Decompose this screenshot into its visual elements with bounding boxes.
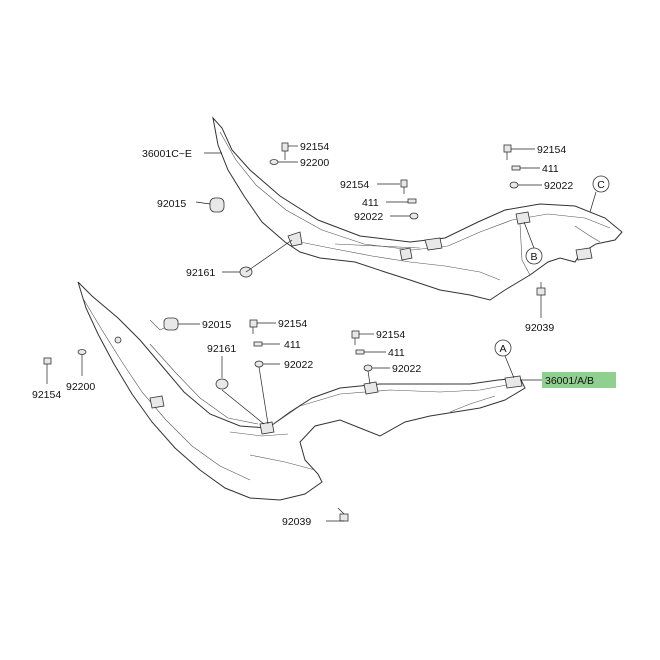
main-part-number[interactable]: 36001/A/B <box>545 375 594 387</box>
grommet-icon-2 <box>163 317 179 331</box>
callout-92200-lower[interactable]: 92200 <box>66 381 95 393</box>
damper-icon-2 <box>215 378 229 390</box>
callout-411-lower-a[interactable]: 411 <box>284 339 301 351</box>
bolt-icon-4 <box>249 319 258 334</box>
callout-92154-upper-a[interactable]: 92154 <box>300 141 329 153</box>
nut-icon-2 <box>509 181 519 189</box>
spring-nut-icon-3 <box>253 341 263 347</box>
callout-411-upper-a[interactable]: 411 <box>362 197 379 209</box>
callout-92022-lower-b[interactable]: 92022 <box>392 363 421 375</box>
screw-icon-2 <box>337 507 349 522</box>
callout-36001c-e[interactable]: 36001C~E <box>142 148 192 160</box>
callout-92200-upper[interactable]: 92200 <box>300 157 329 169</box>
callout-92039-lower[interactable]: 92039 <box>282 516 311 528</box>
nut-icon-3 <box>254 360 264 368</box>
leader-lines <box>46 145 597 522</box>
main-part-highlight <box>542 372 616 388</box>
bolt-icon-5 <box>351 330 360 345</box>
washer-icon <box>269 159 279 165</box>
bolt-icon-3 <box>503 144 512 160</box>
callout-92154-upper-b[interactable]: 92154 <box>340 179 369 191</box>
upper-mount-tab-4 <box>515 211 531 225</box>
callout-411-lower-b[interactable]: 411 <box>388 347 405 359</box>
lower-mount-tab-3 <box>363 381 379 395</box>
callout-92039-upper[interactable]: 92039 <box>525 322 554 334</box>
callout-92161-upper[interactable]: 92161 <box>186 267 215 279</box>
upper-mount-tab-3 <box>424 237 443 251</box>
callout-92154-lower-a[interactable]: 92154 <box>278 318 307 330</box>
callout-92022-lower-a[interactable]: 92022 <box>284 359 313 371</box>
nut-icon-4 <box>363 364 373 372</box>
callout-411-upper-b[interactable]: 411 <box>542 163 559 175</box>
ref-circle-b <box>525 247 543 265</box>
upper-mount-tab-5 <box>575 247 593 261</box>
spring-nut-icon <box>407 198 417 204</box>
lower-mount-tab-4 <box>504 375 523 389</box>
lower-mount-tab <box>149 395 165 409</box>
ref-circle-c <box>592 175 610 193</box>
washer-icon-2 <box>77 349 87 355</box>
ref-label-c: C <box>597 179 605 191</box>
lower-side-cover-part <box>77 281 526 501</box>
bolt-icon-2 <box>400 179 408 194</box>
spring-nut-icon-4 <box>355 349 365 355</box>
callout-92154-lower-left[interactable]: 92154 <box>32 389 61 401</box>
callout-92022-upper-b[interactable]: 92022 <box>544 180 573 192</box>
lower-hole <box>114 336 122 344</box>
nut-icon <box>409 212 419 220</box>
callout-92022-upper-a[interactable]: 92022 <box>354 211 383 223</box>
callout-92154-lower-b[interactable]: 92154 <box>376 329 405 341</box>
spring-nut-icon-2 <box>511 165 521 171</box>
callout-92154-upper-c[interactable]: 92154 <box>537 144 566 156</box>
grommet-icon <box>209 197 225 213</box>
upper-mount-tab <box>287 231 303 247</box>
lower-mount-tab-2 <box>259 421 275 435</box>
callout-92015-lower[interactable]: 92015 <box>202 319 231 331</box>
upper-side-cover-part <box>212 116 623 301</box>
screw-icon <box>536 282 546 296</box>
bolt-icon-6 <box>43 357 52 372</box>
callout-92161-lower[interactable]: 92161 <box>207 343 236 355</box>
callout-92015-upper[interactable]: 92015 <box>157 198 186 210</box>
ref-label-a: A <box>499 343 506 355</box>
upper-mount-tab-2 <box>399 247 413 261</box>
ref-circle-a <box>494 339 512 357</box>
ref-label-b: B <box>530 251 537 263</box>
bolt-icon <box>281 142 289 160</box>
